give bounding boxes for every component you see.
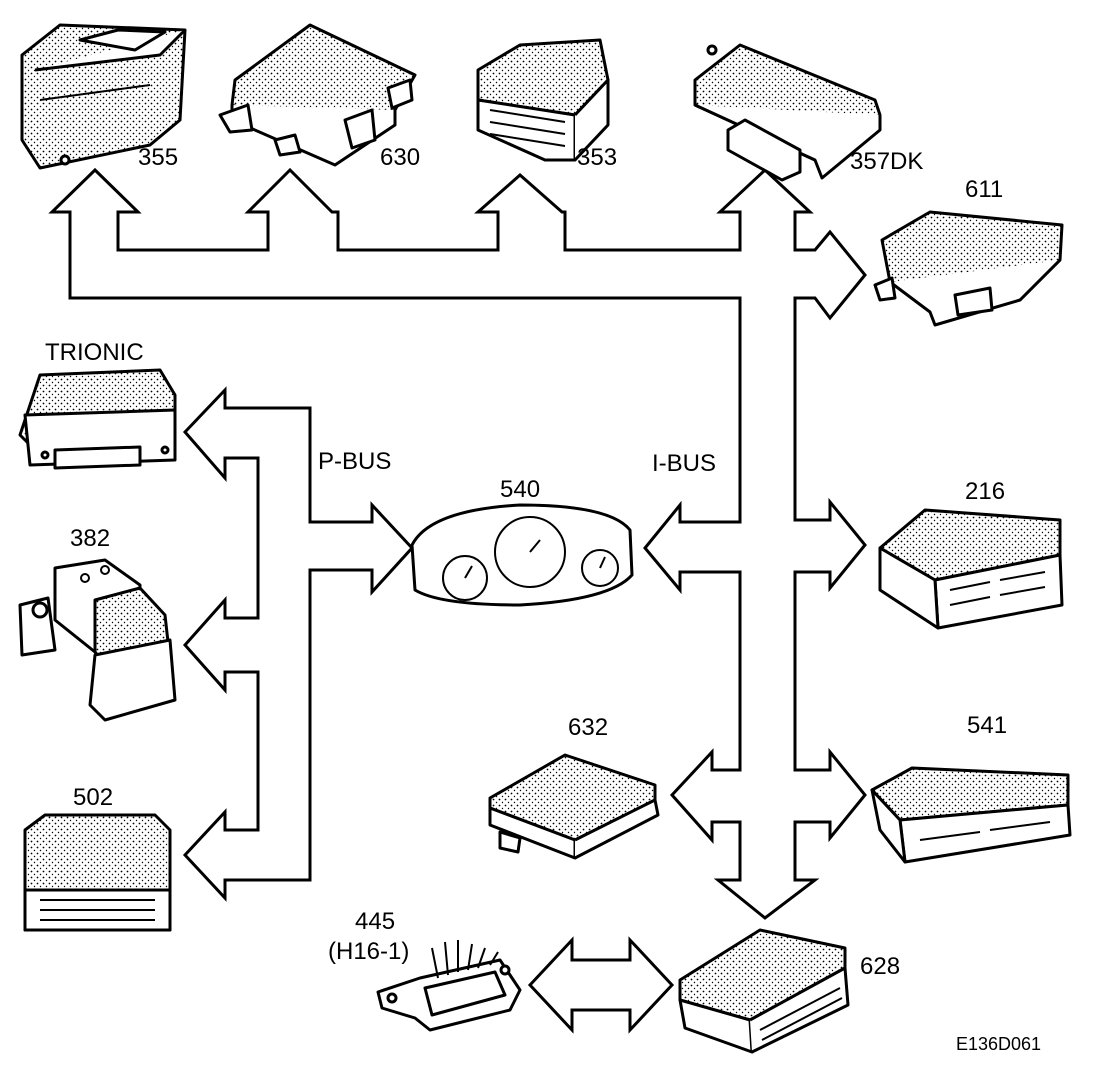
label-611: 611 — [965, 176, 1004, 203]
module-628 — [678, 928, 850, 1054]
module-353 — [476, 38, 610, 162]
module-630 — [218, 23, 417, 167]
module-541 — [870, 766, 1072, 864]
label-357dk: 357DK — [850, 148, 924, 175]
module-trionic — [18, 368, 177, 470]
label-540: 540 — [500, 476, 541, 503]
label-632: 632 — [568, 714, 609, 741]
label-h16-1: (H16-1) — [328, 938, 410, 965]
module-357dk — [693, 43, 882, 182]
label-382: 382 — [70, 525, 111, 552]
label-p-bus: P-BUS — [318, 448, 392, 475]
label-628: 628 — [860, 953, 901, 980]
label-541: 541 — [967, 712, 1008, 739]
diag-link-arrow — [527, 936, 675, 1034]
module-216 — [878, 508, 1064, 630]
module-540 — [410, 503, 634, 607]
connector-445 — [376, 940, 522, 1032]
module-502 — [23, 813, 172, 932]
label-445: 445 — [355, 908, 396, 935]
module-611 — [873, 210, 1064, 327]
label-355: 355 — [138, 144, 179, 171]
label-630: 630 — [380, 144, 421, 171]
label-i-bus: I-BUS — [652, 450, 717, 477]
label-502: 502 — [73, 784, 114, 811]
p-bus-arrows — [182, 386, 415, 902]
label-trionic: TRIONIC — [45, 339, 144, 366]
figure-code: E136D061 — [956, 1034, 1042, 1054]
module-355 — [20, 23, 187, 170]
module-632 — [488, 753, 660, 860]
i-bus-top-arrows — [48, 167, 867, 920]
label-353: 353 — [577, 144, 618, 171]
module-382 — [18, 558, 177, 722]
label-216: 216 — [965, 478, 1006, 505]
